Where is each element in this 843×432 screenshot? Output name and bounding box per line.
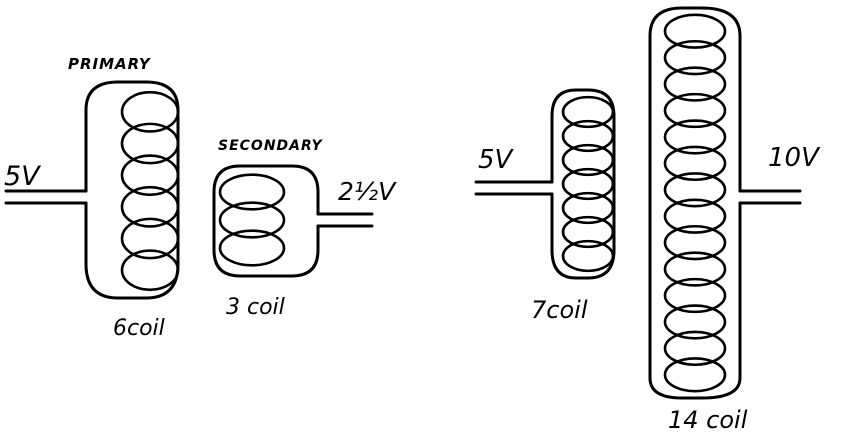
coil-turn: [663, 251, 727, 287]
secondary-heading: SECONDARY: [218, 138, 323, 154]
left-secondary-core: [212, 164, 320, 278]
left-primary-coil: [120, 90, 180, 292]
coil-turn: [663, 39, 727, 76]
coil-turn: [663, 13, 727, 49]
coil-turn: [561, 215, 615, 249]
right-primary-coil-label: 7coil: [531, 296, 588, 324]
coil-turn: [663, 198, 727, 234]
coil-turn: [218, 229, 286, 267]
left-secondary-voltage: 2½V: [338, 177, 397, 206]
coil-turn: [120, 185, 180, 228]
coil-turn: [663, 119, 727, 155]
left-primary-core: [84, 80, 180, 300]
coil-turn: [218, 201, 286, 239]
coil-turn: [663, 92, 727, 129]
coil-turn: [120, 154, 180, 197]
coil-turn: [561, 143, 615, 177]
coil-turn: [663, 66, 727, 102]
coil-turn: [663, 172, 727, 208]
coil-turn: [663, 145, 727, 182]
coil-turn: [120, 217, 180, 260]
primary-heading: PRIMARY: [68, 55, 152, 73]
coil-turn: [663, 277, 727, 314]
coil-turn: [561, 119, 615, 153]
left-secondary: SECONDARY 2½V 3 coil: [212, 138, 397, 320]
coil-turn: [663, 357, 727, 393]
coil-turn: [218, 173, 286, 211]
right-secondary-voltage: 10V: [768, 143, 821, 173]
coil-turn: [663, 304, 727, 340]
coil-turn: [663, 330, 727, 367]
right-primary-coil: [561, 95, 615, 273]
right-primary: 5V 7coil: [474, 88, 616, 324]
left-primary: PRIMARY 5V 6coil: [4, 55, 180, 341]
left-secondary-coil-label: 3 coil: [226, 295, 285, 320]
coil-turn: [561, 95, 615, 129]
coil-turn: [120, 122, 180, 165]
coil-turn: [561, 167, 615, 201]
right-primary-core: [550, 88, 616, 280]
left-primary-coil-label: 6coil: [113, 316, 165, 341]
left-secondary-coil: [218, 173, 286, 267]
right-secondary: 10V 14 coil: [648, 6, 821, 432]
right-secondary-coil: [663, 13, 727, 393]
coil-turn: [561, 191, 615, 225]
coil-turn: [120, 249, 180, 292]
coil-turn: [663, 224, 727, 261]
right-secondary-core: [648, 6, 742, 400]
coil-turn: [561, 239, 615, 273]
right-primary-voltage: 5V: [478, 145, 515, 175]
coil-turn: [120, 90, 180, 133]
left-primary-voltage: 5V: [4, 161, 42, 192]
right-secondary-coil-label: 14 coil: [668, 406, 748, 432]
